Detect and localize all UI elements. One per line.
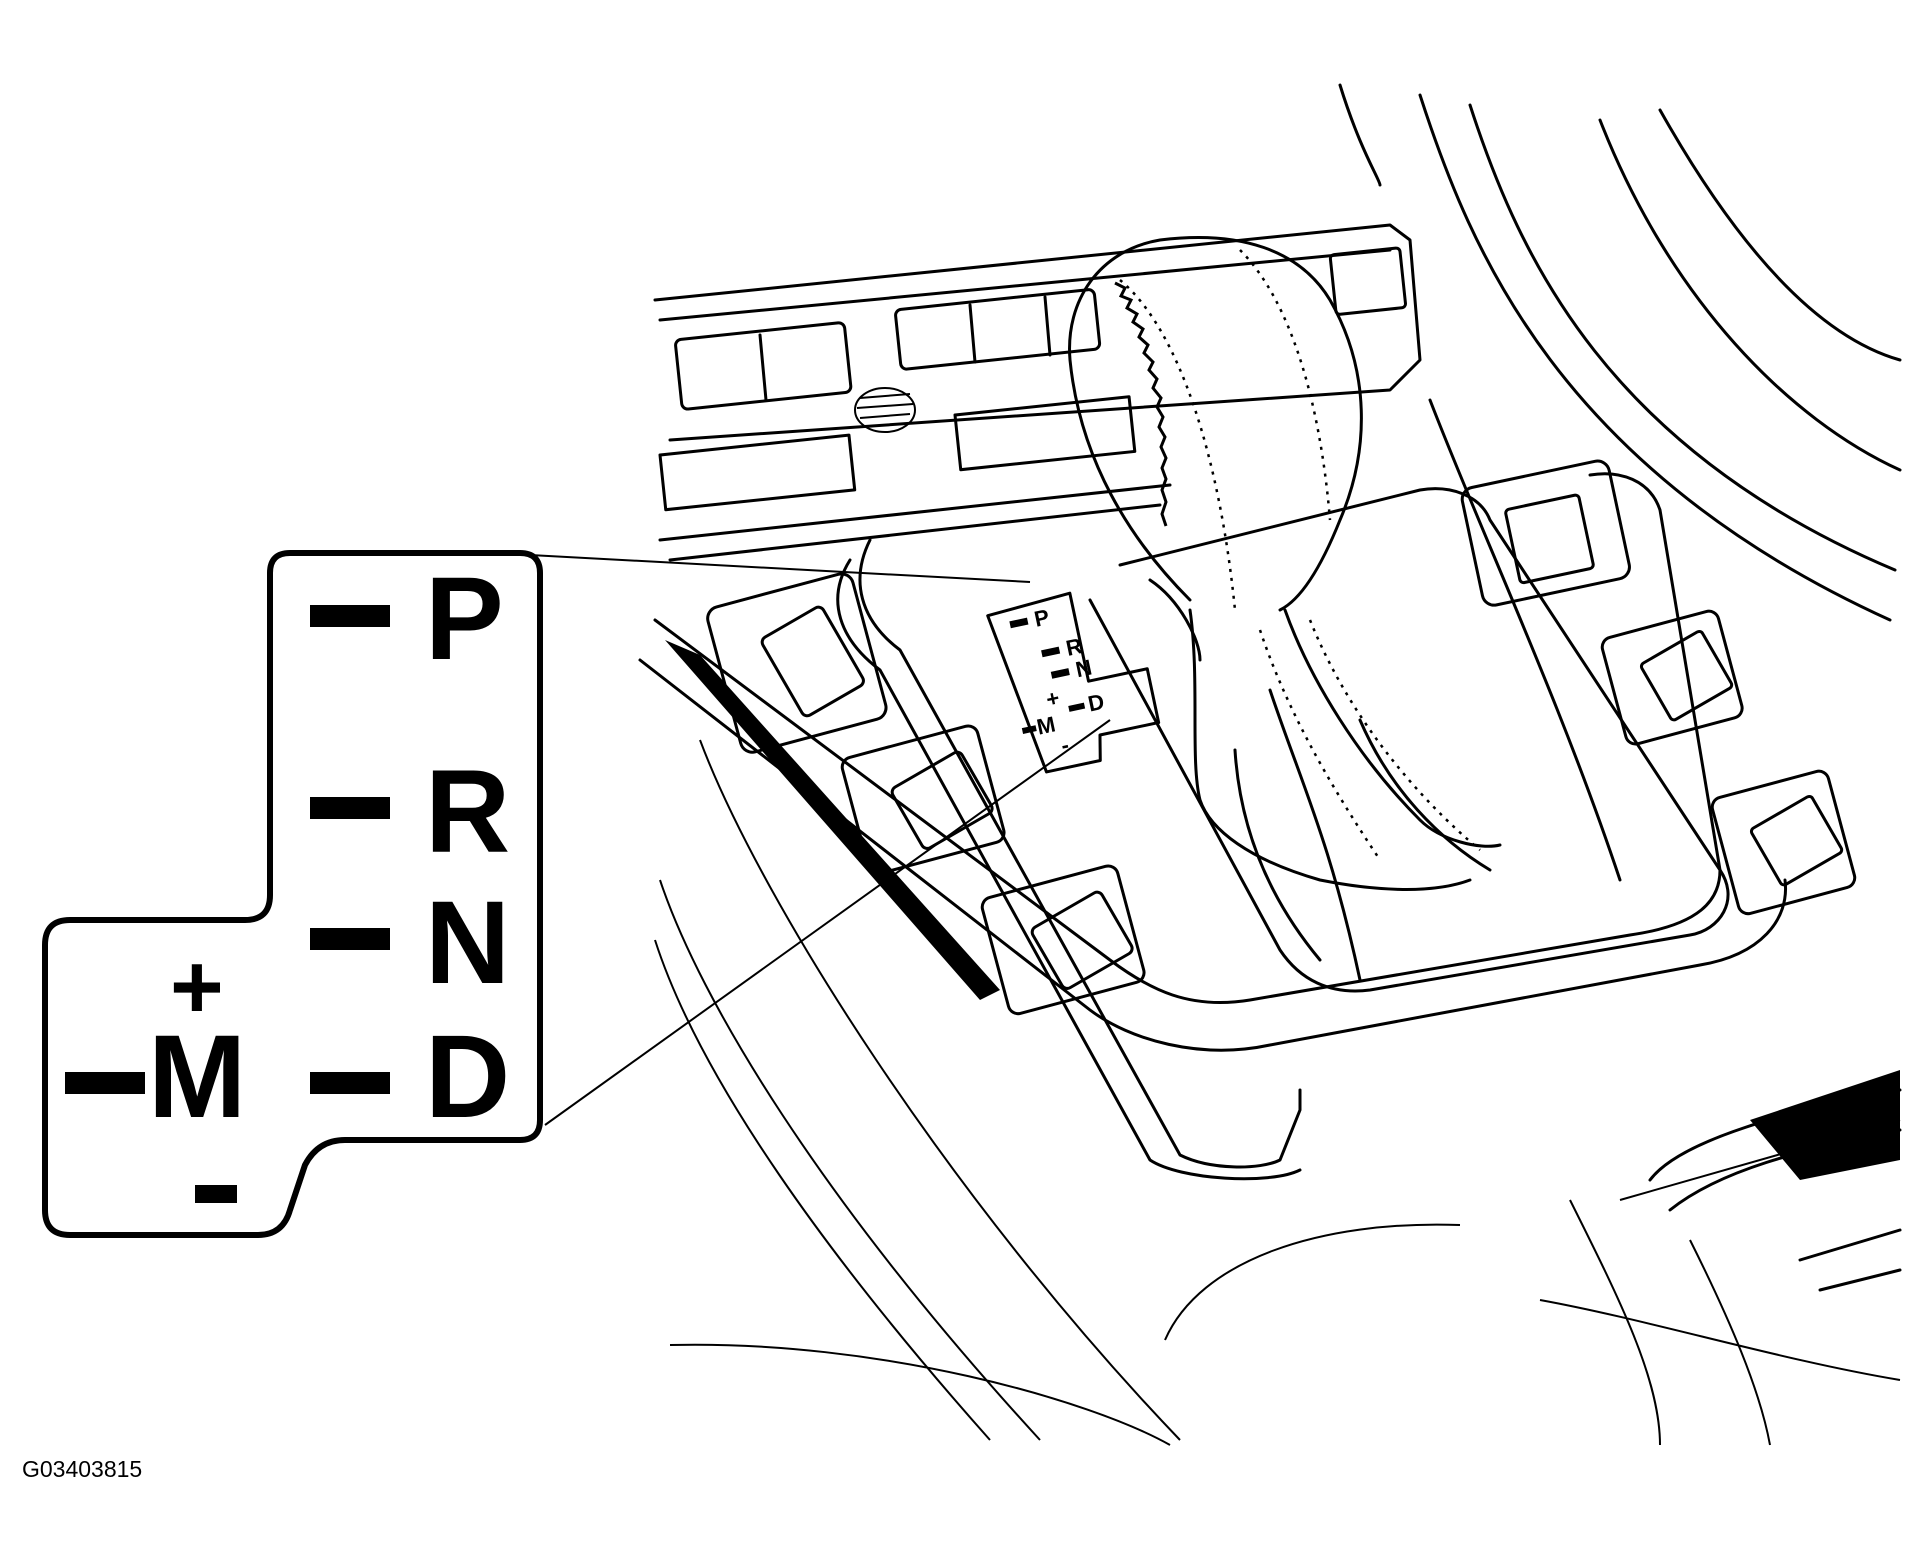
gate-plate-m: M — [1034, 711, 1057, 739]
figure-id: G03403815 — [22, 1456, 143, 1482]
right-switch-panel — [1460, 459, 1857, 916]
p-dash — [310, 605, 390, 627]
callout-p: P — [425, 553, 504, 685]
r-dash — [310, 797, 390, 819]
callout-plus: + — [170, 936, 224, 1038]
shift-knob — [1068, 236, 1502, 982]
callout-m: M — [148, 1011, 246, 1143]
gate-plate: P R N + M D - — [986, 591, 1161, 774]
gate-plate-minus: - — [1059, 732, 1071, 758]
gate-plate-plus: + — [1044, 685, 1062, 712]
gate-plate-p: P — [1032, 604, 1052, 632]
gate-plate-r: R — [1064, 633, 1085, 661]
left-switch-panel — [665, 572, 1146, 1016]
console-illustration — [638, 83, 1902, 1446]
leader-lines — [529, 554, 1111, 1126]
n-dash — [310, 928, 390, 950]
m-left-dash — [65, 1072, 145, 1094]
speaker-grille — [854, 387, 916, 433]
gate-plate-n: N — [1073, 655, 1094, 683]
gate-plate-d: D — [1086, 689, 1107, 717]
callout-n: N — [425, 877, 510, 1009]
gear-callout: P R N + M D — [42, 550, 543, 1238]
callout-r: R — [425, 746, 510, 878]
callout-minus — [195, 1185, 237, 1203]
d-dash — [310, 1072, 390, 1094]
callout-d: D — [425, 1011, 510, 1143]
